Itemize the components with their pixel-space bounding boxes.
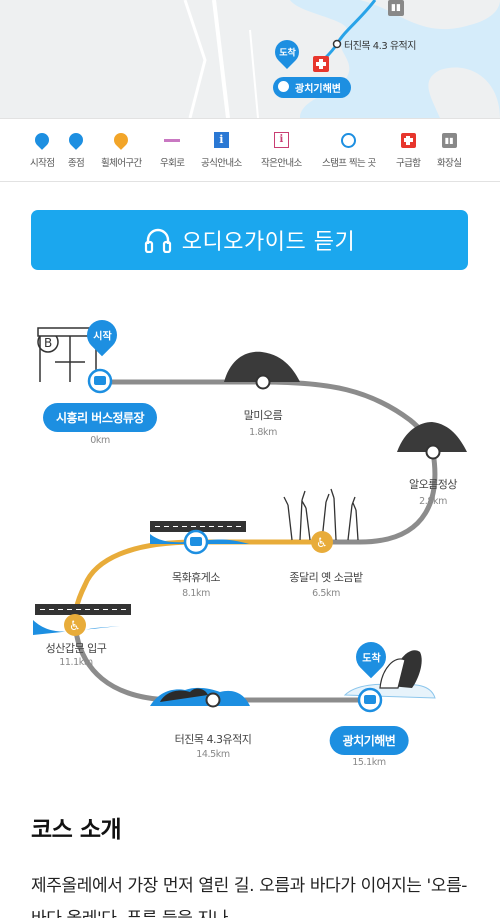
legend-info: i 공식안내소: [201, 131, 242, 169]
first-aid-map-icon: [313, 56, 329, 72]
restroom-icon: ▮▮: [441, 132, 457, 148]
svg-text:♿: ♿: [316, 536, 328, 551]
stop-distance: 8.1km: [182, 588, 210, 599]
stop-distance: 14.5km: [196, 749, 230, 760]
map-site-label: 터진목 4.3 유적지: [344, 41, 416, 52]
al-oreum-illustration: [397, 422, 467, 452]
legend-label: 공식안내소: [201, 158, 242, 169]
legend-label: 화장실: [437, 158, 462, 169]
map-legend: 시작점 종점 휠체어구간 우회로 i 공식안내소 i 작은안내소 스탬프 찍는 …: [0, 118, 500, 182]
stamp-icon: [276, 79, 291, 94]
first-aid-icon: [400, 132, 416, 148]
route-segment: [72, 624, 370, 703]
legend-label: 종점: [67, 158, 85, 169]
road-illustration: [35, 604, 131, 615]
restroom-map-icon: ▮▮: [388, 0, 404, 16]
legend-label: 작은안내소: [261, 158, 302, 169]
map-base: [183, 0, 500, 118]
stop-name: 말미오름: [243, 409, 283, 422]
stop-marker[interactable]: [205, 692, 221, 708]
stop-distance: 11.1km: [59, 657, 93, 668]
course-diagram: B: [0, 290, 500, 790]
legend-wheelchair: 휠체어구간: [101, 130, 142, 169]
stop-marker[interactable]: [255, 374, 271, 390]
stop-distance: 15.1km: [352, 757, 386, 768]
headphones-icon: [144, 228, 171, 253]
stop-pill-start[interactable]: 시흥리 버스정류장: [43, 403, 157, 432]
stop-marker[interactable]: [425, 444, 441, 460]
stop-pill-end[interactable]: 광치기해변: [329, 726, 409, 755]
course-map[interactable]: 도착 ▮▮ 터진목 4.3 유적지 광치기해변: [0, 0, 500, 118]
info-icon: i: [213, 132, 229, 148]
svg-text:B: B: [44, 336, 52, 350]
finish-map-pin-label: 도착: [278, 48, 296, 59]
stamp-icon: [341, 132, 357, 148]
legend-label: 휠체어구간: [101, 158, 142, 169]
legend-detour: 우회로: [160, 131, 185, 169]
legend-label: 시작점: [30, 158, 55, 169]
start-pin-label: 시작: [92, 331, 112, 343]
reeds-illustration: [283, 488, 359, 541]
course-route-svg: B: [33, 327, 467, 713]
end-pin-icon: [66, 130, 86, 150]
stop-distance: 0km: [90, 435, 110, 446]
wheelchair-icon: [111, 130, 132, 150]
finish-map-label[interactable]: 광치기해변: [273, 77, 351, 98]
svg-text:♿: ♿: [69, 619, 81, 634]
stop-name: 터진목 4.3유적지: [174, 733, 252, 746]
route-segment: [322, 451, 438, 545]
start-pin-icon: [32, 130, 53, 150]
legend-label: 우회로: [160, 158, 185, 169]
malmi-oreum-illustration: [224, 351, 300, 382]
detour-line-icon: [164, 138, 181, 142]
small-info-icon: i: [273, 132, 289, 148]
legend-first-aid: 구급함: [396, 131, 421, 169]
finish-map-label-text: 광치기해변: [295, 84, 341, 95]
stop-distance: 6.5km: [312, 588, 340, 599]
wheelchair-marker-seongsan[interactable]: ♿: [64, 614, 86, 636]
legend-start: 시작점: [30, 130, 55, 169]
road-illustration: [150, 521, 246, 532]
course-intro-text: 제주올레에서 가장 먼저 열린 길. 오름과 바다가 이어지는 '오름-바다 올…: [31, 876, 468, 918]
stamp-marker-mokhwa[interactable]: [183, 529, 209, 555]
stop-distance: 2.8km: [419, 496, 447, 507]
stop-name: 종달리 옛 소금밭: [289, 571, 363, 584]
stop-name: 성산갑문 입구: [45, 642, 107, 655]
legend-small-info: i 작은안내소: [261, 131, 302, 169]
stamp-marker-start[interactable]: [87, 368, 113, 394]
legend-end: 종점: [66, 130, 86, 169]
legend-restroom: ▮▮ 화장실: [437, 131, 462, 169]
stop-name: 목화휴게소: [171, 571, 221, 584]
stop-name: 알오름정상: [408, 478, 458, 491]
end-pin-label: 도착: [361, 653, 381, 665]
stamp-marker-end[interactable]: [357, 687, 383, 713]
audio-guide-button[interactable]: 오디오가이드 듣기: [31, 210, 468, 270]
legend-label: 스탬프 찍는 곳: [322, 158, 376, 169]
audio-guide-label: 오디오가이드 듣기: [181, 230, 356, 255]
course-intro-title: 코스 소개: [31, 817, 122, 843]
stop-distance: 1.8km: [249, 427, 277, 438]
legend-label: 구급함: [396, 158, 421, 169]
legend-stamp: 스탬프 찍는 곳: [322, 131, 376, 169]
wheelchair-marker-salt-field[interactable]: ♿: [311, 531, 333, 553]
